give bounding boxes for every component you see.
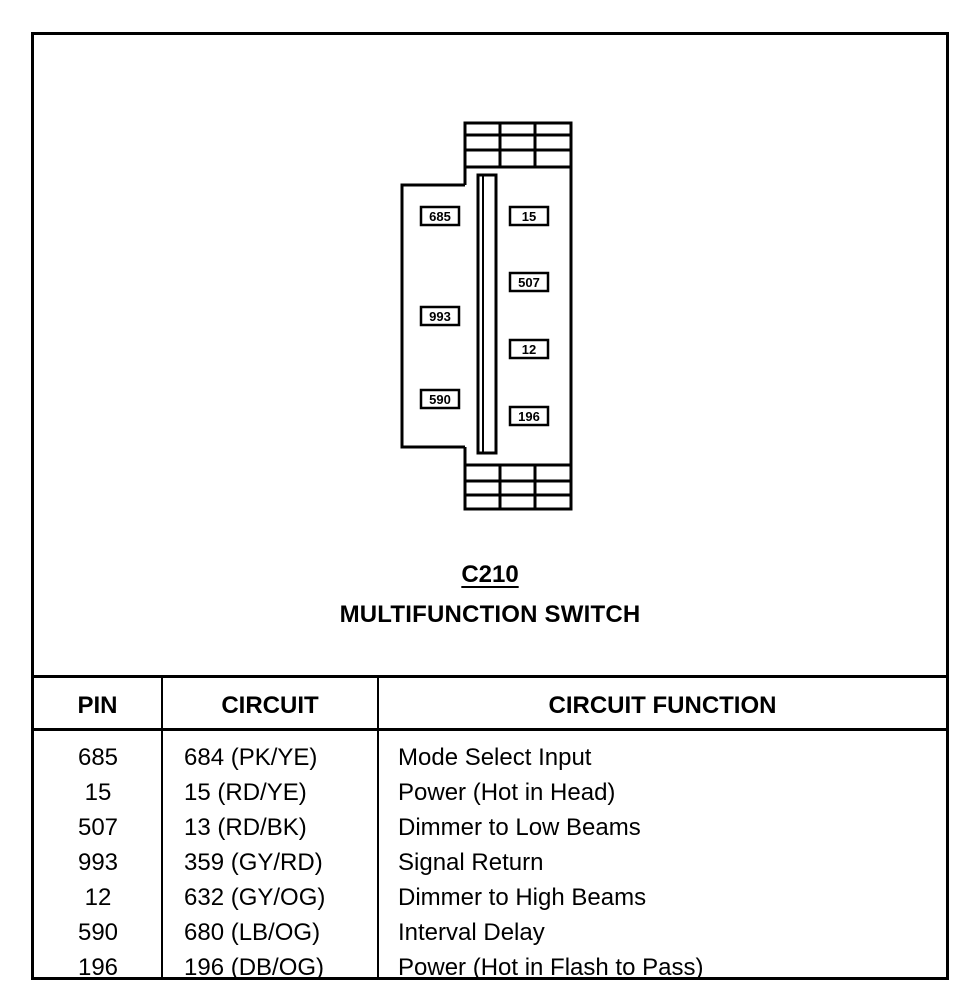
cell-circuit: 196 (DB/OG): [184, 954, 325, 981]
cell-circuit: 632 (GY/OG): [184, 884, 326, 911]
cell-function: Dimmer to Low Beams: [398, 814, 641, 841]
bottom-latch: [463, 463, 573, 511]
connector-id: C210: [461, 561, 519, 588]
cell-circuit: 359 (GY/RD): [184, 849, 323, 876]
pin-label: 993: [429, 309, 451, 324]
pin-box-993: [419, 305, 461, 327]
table-row: 685 684 (PK/YE) Mode Select Input: [34, 743, 946, 778]
cell-function: Interval Delay: [398, 919, 545, 946]
table-row: 590 680 (LB/OG) Interval Delay: [34, 918, 946, 953]
header-circuit-function: CIRCUIT FUNCTION: [548, 692, 777, 719]
table-row: 15 15 (RD/YE) Power (Hot in Head): [34, 778, 946, 813]
connector-body: [400, 183, 465, 449]
cell-circuit: 684 (PK/YE): [184, 744, 318, 771]
pin-box-507: [508, 271, 550, 293]
cell-function: Power (Hot in Flash to Pass): [398, 954, 704, 981]
pin-label: 196: [518, 409, 540, 424]
cell-function: Dimmer to High Beams: [398, 884, 647, 911]
column-divider: [377, 678, 379, 980]
connector-diagram: 685 15 507 993 12 590 196 C210 MULTIFUNC…: [34, 35, 946, 675]
cell-pin: 993: [77, 849, 119, 876]
table-header: PIN CIRCUIT CIRCUIT FUNCTION: [34, 678, 946, 731]
pin-box-15: [508, 205, 550, 227]
cell-pin: 507: [77, 814, 119, 841]
connector-name: MULTIFUNCTION SWITCH: [339, 601, 641, 628]
center-rail: [476, 173, 498, 455]
pin-box-12: [508, 338, 550, 360]
header-circuit: CIRCUIT: [221, 692, 319, 719]
cell-pin: 15: [84, 779, 112, 806]
pin-box-196: [508, 405, 550, 427]
cell-function: Mode Select Input: [398, 744, 592, 771]
table-row: 196 196 (DB/OG) Power (Hot in Flash to P…: [34, 953, 946, 988]
table-row: 12 632 (GY/OG) Dimmer to High Beams: [34, 883, 946, 918]
pin-label: 507: [518, 275, 540, 290]
pin-label: 685: [429, 209, 451, 224]
cell-function: Signal Return: [398, 849, 544, 876]
table-row: 507 13 (RD/BK) Dimmer to Low Beams: [34, 813, 946, 848]
pin-label: 12: [522, 342, 536, 357]
cell-circuit: 15 (RD/YE): [184, 779, 307, 806]
header-pin: PIN: [77, 692, 118, 719]
pin-label: 590: [429, 392, 451, 407]
cell-pin: 196: [77, 954, 119, 981]
diagram-frame: 685 15 507 993 12 590 196 C210 MULTIFUNC…: [31, 32, 949, 981]
cell-circuit: 13 (RD/BK): [184, 814, 307, 841]
cell-pin: 685: [77, 744, 119, 771]
column-divider: [161, 678, 163, 980]
cell-function: Power (Hot in Head): [398, 779, 616, 806]
cell-pin: 590: [77, 919, 119, 946]
cell-circuit: 680 (LB/OG): [184, 919, 321, 946]
table-row: 993 359 (GY/RD) Signal Return: [34, 848, 946, 883]
pin-box-590: [419, 388, 461, 410]
pin-box-685: [419, 205, 461, 227]
connector-face-drawing: 685 15 507 993 12 590 196: [400, 121, 573, 511]
cell-pin: 12: [84, 884, 112, 911]
top-latch: [463, 121, 573, 169]
table-body: 685 684 (PK/YE) Mode Select Input 15 15 …: [34, 731, 946, 993]
pin-label: 15: [522, 209, 536, 224]
pinout-table: PIN CIRCUIT CIRCUIT FUNCTION 685 684 (PK…: [34, 675, 946, 993]
